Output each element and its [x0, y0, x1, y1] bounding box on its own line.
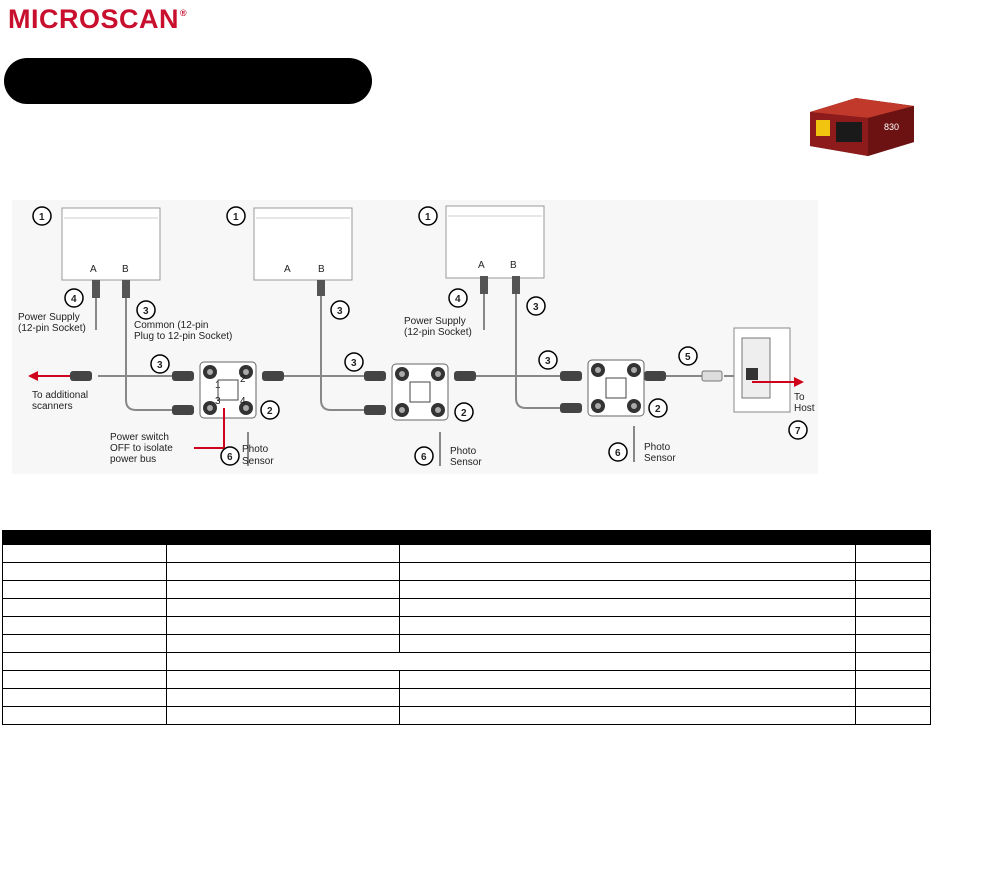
svg-text:2: 2 — [240, 374, 246, 385]
quickconnect-hub-2 — [391, 363, 449, 421]
svg-text:power bus: power bus — [110, 454, 156, 465]
svg-text:A: A — [90, 264, 97, 275]
svg-text:1: 1 — [39, 212, 45, 223]
svg-text:Power switch: Power switch — [110, 432, 169, 443]
svg-text:4: 4 — [240, 396, 246, 407]
host-device — [733, 327, 791, 413]
svg-text:2: 2 — [267, 406, 273, 417]
svg-text:4: 4 — [455, 294, 461, 305]
scanner-3 — [445, 205, 545, 279]
table-row — [1, 634, 932, 653]
svg-text:6: 6 — [227, 452, 233, 463]
svg-text:Host: Host — [794, 403, 815, 414]
table-row — [1, 598, 932, 617]
parts-table — [1, 530, 932, 725]
table-row — [1, 544, 932, 563]
title-banner — [4, 58, 372, 104]
svg-text:1: 1 — [215, 380, 221, 391]
svg-text:3: 3 — [143, 306, 149, 317]
svg-text:Common (12-pin: Common (12-pin — [134, 320, 208, 331]
table-row — [1, 652, 932, 671]
svg-text:Photo: Photo — [450, 446, 477, 457]
table-header-cell — [854, 530, 932, 545]
svg-text:3: 3 — [337, 306, 343, 317]
brand-logo: MICROSCAN® — [8, 4, 188, 34]
svg-text:B: B — [510, 260, 517, 271]
scanner-product-photo: 830 — [810, 98, 914, 156]
svg-text:3: 3 — [351, 358, 357, 369]
svg-text:2: 2 — [461, 408, 467, 419]
svg-text:1: 1 — [233, 212, 239, 223]
quickconnect-hub-1 — [199, 361, 257, 419]
svg-text:Sensor: Sensor — [450, 457, 482, 468]
svg-text:Photo: Photo — [644, 442, 671, 453]
svg-text:(12-pin Socket): (12-pin Socket) — [404, 327, 472, 338]
svg-text:OFF to isolate: OFF to isolate — [110, 443, 173, 454]
svg-text:3: 3 — [545, 356, 551, 367]
scanner-2 — [253, 207, 353, 281]
svg-text:5: 5 — [685, 352, 691, 363]
svg-text:Plug to 12-pin Socket): Plug to 12-pin Socket) — [134, 331, 232, 342]
svg-text:B: B — [318, 264, 325, 275]
table-row — [1, 688, 932, 707]
table-row — [1, 670, 932, 689]
table-row — [1, 616, 932, 635]
svg-text:B: B — [122, 264, 129, 275]
table-row — [1, 706, 932, 725]
svg-text:3: 3 — [215, 396, 221, 407]
svg-text:1: 1 — [425, 212, 431, 223]
svg-text:Sensor: Sensor — [242, 456, 274, 467]
svg-text:Power Supply: Power Supply — [18, 312, 80, 323]
svg-text:3: 3 — [157, 360, 163, 371]
scanner-1 — [61, 207, 161, 281]
svg-text:A: A — [284, 264, 291, 275]
table-row — [1, 562, 932, 581]
svg-text:To: To — [794, 392, 805, 403]
table-header-row — [1, 530, 932, 545]
svg-text:6: 6 — [421, 452, 427, 463]
table-header-cell — [1, 530, 168, 545]
quickconnect-hub-3 — [587, 359, 645, 417]
table-header-cell — [399, 530, 856, 545]
svg-text:3: 3 — [533, 302, 539, 313]
table-header-cell — [166, 530, 401, 545]
callout-markers: 1 1 1 4 3 3 4 3 3 3 3 5 2 2 2 6 6 6 7 — [32, 206, 808, 466]
svg-text:2: 2 — [655, 404, 661, 415]
svg-text:830: 830 — [884, 122, 899, 132]
svg-text:(12-pin Socket): (12-pin Socket) — [18, 323, 86, 334]
svg-text:Photo: Photo — [242, 444, 269, 455]
svg-text:7: 7 — [795, 426, 801, 437]
svg-text:Power Supply: Power Supply — [404, 316, 466, 327]
svg-text:A: A — [478, 260, 485, 271]
wiring-diagram: A B A B A B 1 2 3 4 — [12, 200, 818, 474]
svg-text:To additional: To additional — [32, 390, 88, 401]
svg-text:6: 6 — [615, 448, 621, 459]
table-row — [1, 580, 932, 599]
svg-text:Sensor: Sensor — [644, 453, 676, 464]
svg-text:4: 4 — [71, 294, 77, 305]
svg-text:scanners: scanners — [32, 401, 73, 412]
